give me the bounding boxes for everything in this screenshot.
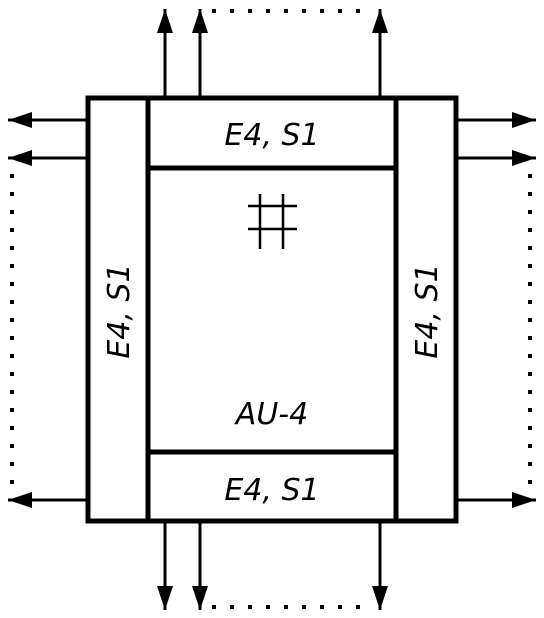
hash-grid-icon [248, 194, 297, 249]
center-label: AU-4 [234, 397, 308, 432]
left-column-label: E4, S1 [102, 263, 137, 358]
right-column-label: E4, S1 [410, 263, 445, 358]
top-band-label: E4, S1 [224, 118, 319, 153]
outer-frame [85, 95, 459, 524]
bottom-band-label: E4, S1 [224, 473, 319, 508]
